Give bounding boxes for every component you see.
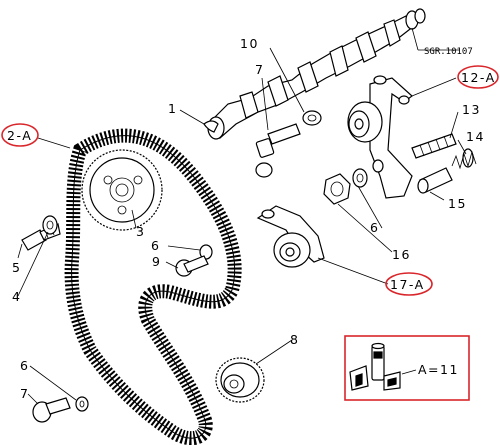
callout-2a: 2-A [7,128,32,143]
leader-lines [17,27,467,405]
highlight-rings [1,65,499,296]
bolt-7-upper [255,123,301,178]
callout-14: 14 [466,129,485,144]
callout-4: 4 [12,289,21,304]
callout-7-upper: 7 [255,62,264,77]
drawing-code: SGR.10107 [424,47,473,57]
tensioner-roller [347,101,383,143]
washer-10 [302,110,322,126]
woodruff-key [203,120,219,133]
callout-8: 8 [290,332,299,347]
callout-15: 15 [448,196,467,211]
callout-3: 3 [136,224,145,239]
callout-1: 1 [168,101,177,116]
washer-6-right [352,168,368,188]
idler-roller-assembly [256,205,325,268]
callout-5: 5 [12,260,21,275]
callout-6-mid: 6 [151,238,160,253]
callout-labels: 1 2-A 3 4 5 6 6 6 7 7 8 9 10 12-A 13 14 … [7,36,496,401]
callout-12a: 12-A [461,70,496,85]
nut-16 [323,173,351,205]
tool-formula: A=11 [418,362,459,377]
callout-6-right: 6 [370,220,379,235]
callout-6-lower: 6 [20,358,29,373]
crankshaft-gear [215,357,265,403]
callout-7-lower: 7 [20,386,29,401]
timing-belt [64,128,242,445]
callout-17a: 17-A [390,277,425,292]
highlight-17a [385,272,433,296]
camshaft [207,8,426,140]
bolt-9 [175,255,209,277]
highlight-2a [1,123,39,147]
bolt-7-lower [32,397,71,423]
washer-6-lower [75,396,89,412]
washer-4 [42,215,58,235]
plunger-15 [417,167,453,194]
callout-13: 13 [462,102,481,117]
spring-14 [451,148,477,170]
stud-13 [411,133,457,159]
callout-10: 10 [240,36,259,51]
callout-16: 16 [392,247,411,262]
highlight-12a [457,65,499,89]
tool-icon [349,342,401,391]
tool-legend-box: A=11 [344,335,470,401]
callout-9: 9 [152,254,161,269]
camshaft-pulley [81,149,163,231]
